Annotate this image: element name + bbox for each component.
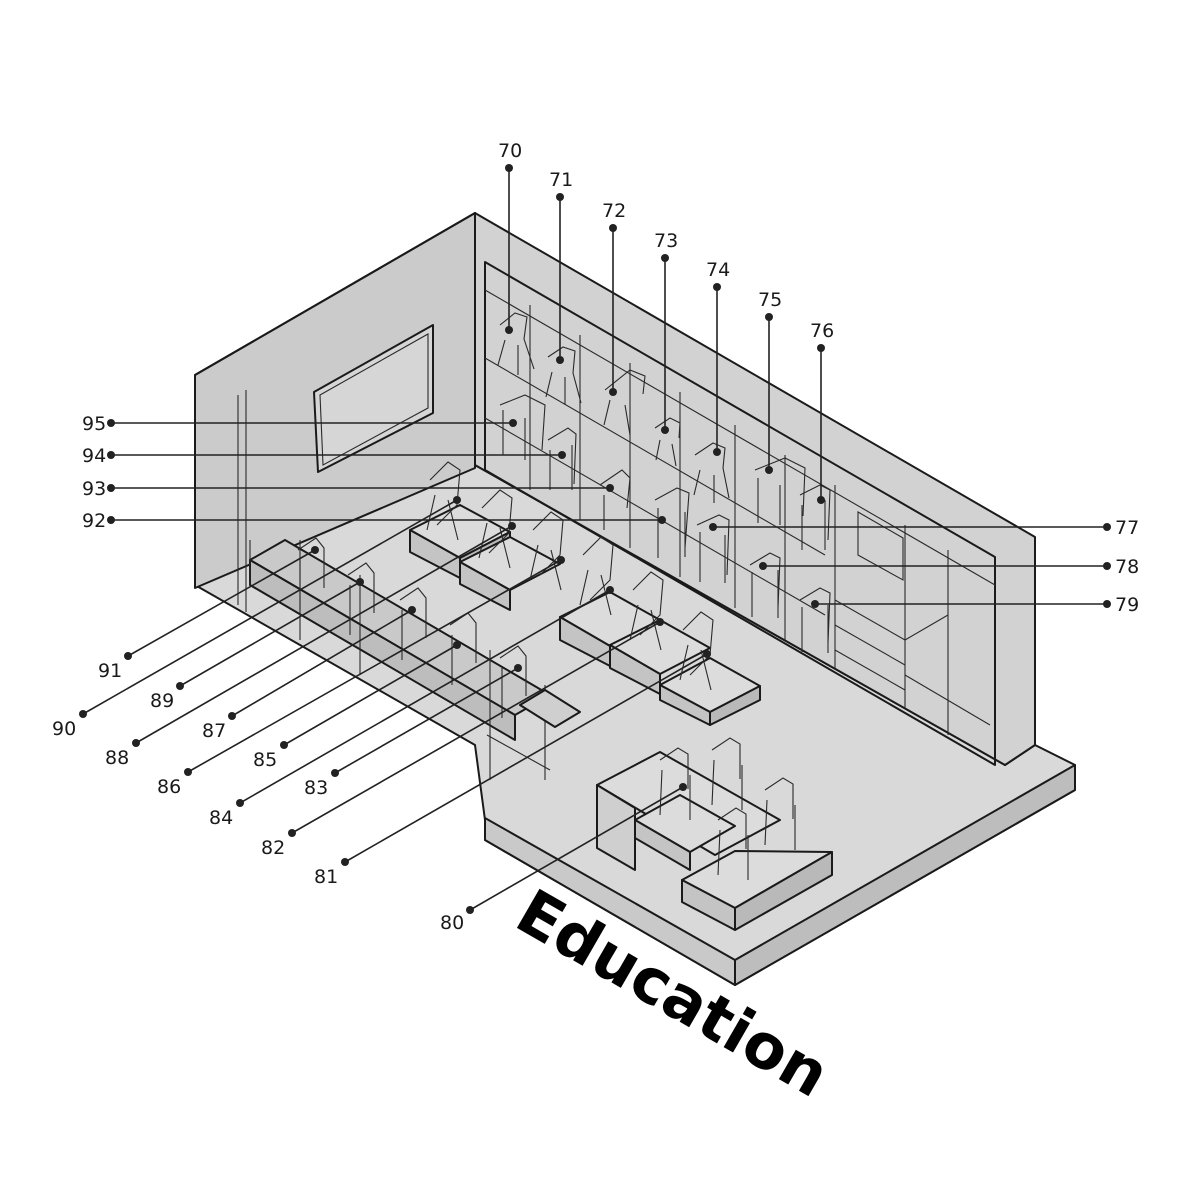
perforated-panel <box>857 511 904 581</box>
callouts-top: 70 71 72 73 74 75 76 <box>498 140 834 504</box>
callout-label: 93 <box>82 478 106 500</box>
callout-73: 73 <box>654 230 678 434</box>
callout-label: 72 <box>602 200 626 222</box>
callout-70: 70 <box>498 140 522 334</box>
callout-88: 88 <box>105 522 516 769</box>
callout-80: 80 <box>440 783 687 934</box>
callout-76: 76 <box>810 320 834 504</box>
callout-95: 95 <box>82 413 517 435</box>
callout-78: 78 <box>759 556 1139 578</box>
callout-86: 86 <box>157 556 565 798</box>
callout-74: 74 <box>706 259 730 456</box>
callout-label: 89 <box>150 690 174 712</box>
callout-label: 74 <box>706 259 730 281</box>
callout-89: 89 <box>150 578 364 712</box>
callout-label: 71 <box>549 169 573 191</box>
callout-label: 82 <box>261 837 285 859</box>
callout-label: 91 <box>98 660 122 682</box>
callout-label: 79 <box>1115 594 1139 616</box>
callout-label: 83 <box>304 777 328 799</box>
callout-79: 79 <box>811 594 1139 616</box>
callout-77: 77 <box>709 517 1139 539</box>
callout-label: 81 <box>314 866 338 888</box>
callout-label: 85 <box>253 749 277 771</box>
callout-label: 76 <box>810 320 834 342</box>
callout-label: 75 <box>758 289 782 311</box>
callout-label: 80 <box>440 912 464 934</box>
callout-90: 90 <box>52 496 461 740</box>
callout-label: 92 <box>82 510 106 532</box>
callout-label: 70 <box>498 140 522 162</box>
callout-label: 90 <box>52 718 76 740</box>
callouts-diagonal: 91 90 89 88 87 86 85 <box>52 496 711 934</box>
callout-81: 81 <box>314 650 711 888</box>
callout-91: 91 <box>98 546 319 682</box>
chairs <box>297 312 831 880</box>
callouts-left: 95 94 93 92 <box>82 413 666 532</box>
callout-label: 94 <box>82 445 106 467</box>
callout-82: 82 <box>261 618 664 859</box>
whiteboard <box>313 324 434 473</box>
callout-label: 95 <box>82 413 106 435</box>
callout-label: 87 <box>202 720 226 742</box>
callout-72: 72 <box>602 200 626 396</box>
callout-93: 93 <box>82 478 614 500</box>
callout-label: 78 <box>1115 556 1139 578</box>
callout-85: 85 <box>253 641 461 771</box>
floor-slab <box>194 464 1076 986</box>
callout-94: 94 <box>82 445 566 467</box>
callout-label: 73 <box>654 230 678 252</box>
callout-71: 71 <box>549 169 573 364</box>
callout-label: 77 <box>1115 517 1139 539</box>
callout-label: 84 <box>209 807 233 829</box>
callout-83: 83 <box>304 664 522 799</box>
left-wall <box>194 212 476 612</box>
callout-label: 88 <box>105 747 129 769</box>
callout-label: 86 <box>157 776 181 798</box>
callout-87: 87 <box>202 606 416 742</box>
callout-84: 84 <box>209 586 614 829</box>
callout-92: 92 <box>82 510 666 532</box>
callouts-right: 77 78 79 <box>709 517 1139 616</box>
callout-75: 75 <box>758 289 782 474</box>
